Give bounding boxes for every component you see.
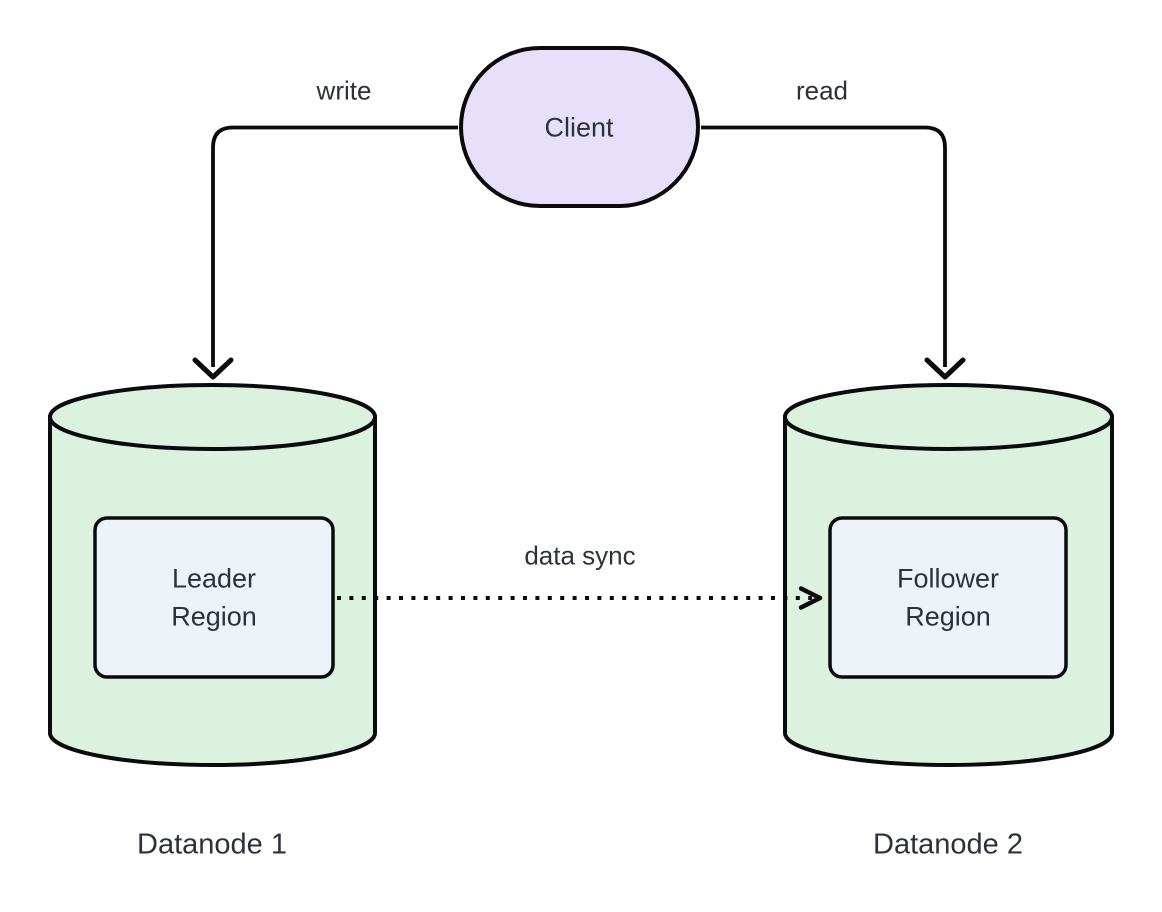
client-node (459, 46, 700, 208)
write-edge-line (211, 125, 458, 367)
sync-edge-label: data sync (520, 540, 640, 572)
datanode1-cylinder-top (48, 383, 377, 451)
follower-region-box (828, 516, 1068, 679)
datanode2-caption: Datanode 2 (873, 828, 1023, 861)
write-edge-arrowhead (192, 357, 234, 380)
leader-region-box (93, 516, 335, 679)
sync-edge-arrowhead (798, 586, 823, 610)
read-edge-label: read (791, 75, 853, 107)
read-edge-arrowhead (924, 357, 966, 380)
read-edge-line (701, 125, 947, 367)
follower-region-label: Follower Region (896, 563, 1000, 632)
leader-region-label: Leader Region (171, 563, 257, 632)
write-edge-label: write (312, 75, 376, 107)
datanode2-cylinder-top (783, 383, 1114, 451)
client-label: Client (544, 112, 614, 143)
datanode1-caption: Datanode 1 (137, 828, 287, 861)
